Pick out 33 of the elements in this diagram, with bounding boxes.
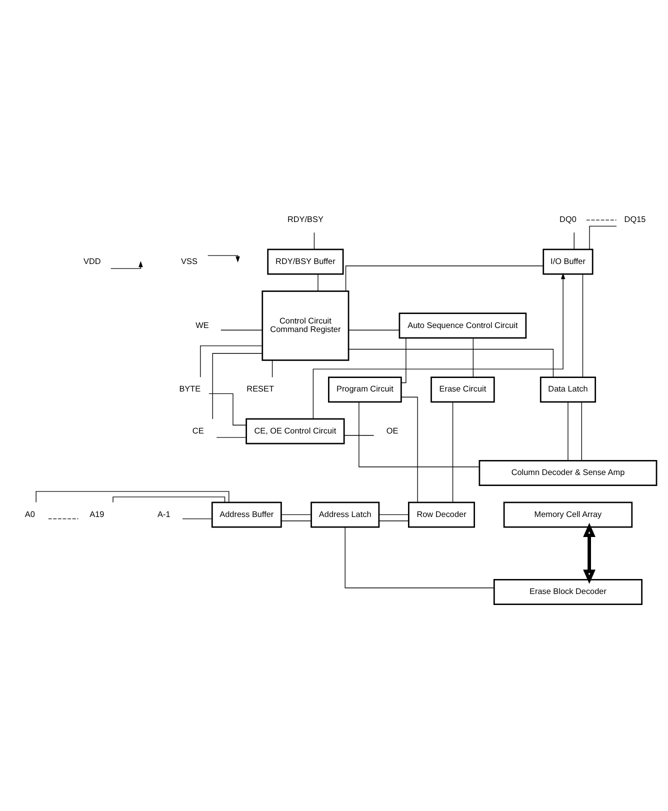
connector bbox=[36, 490, 230, 502]
connector bbox=[220, 329, 263, 330]
connector bbox=[272, 359, 273, 378]
arrow bbox=[583, 522, 596, 584]
connector bbox=[589, 225, 617, 250]
connector bbox=[348, 348, 554, 378]
connector bbox=[581, 401, 582, 460]
connector bbox=[358, 401, 480, 467]
connector bbox=[378, 514, 409, 515]
connector bbox=[216, 436, 247, 438]
connector bbox=[348, 329, 400, 330]
connector bbox=[281, 514, 312, 515]
connector bbox=[344, 434, 374, 436]
connector bbox=[212, 352, 263, 419]
connector bbox=[344, 526, 494, 588]
connector bbox=[281, 520, 312, 521]
connector bbox=[452, 401, 454, 502]
connector bbox=[182, 518, 212, 519]
connector bbox=[200, 345, 262, 378]
connector bbox=[378, 520, 409, 521]
connector bbox=[314, 232, 315, 250]
arrow bbox=[312, 272, 566, 419]
connector bbox=[112, 496, 226, 502]
connector bbox=[582, 273, 584, 378]
arrow bbox=[110, 260, 143, 268]
arrow bbox=[208, 254, 240, 262]
connector bbox=[400, 396, 418, 502]
connector bbox=[48, 518, 79, 519]
connector bbox=[208, 392, 247, 425]
connector bbox=[472, 337, 474, 377]
connector bbox=[400, 337, 406, 383]
connector bbox=[345, 265, 544, 291]
connector bbox=[586, 219, 617, 220]
